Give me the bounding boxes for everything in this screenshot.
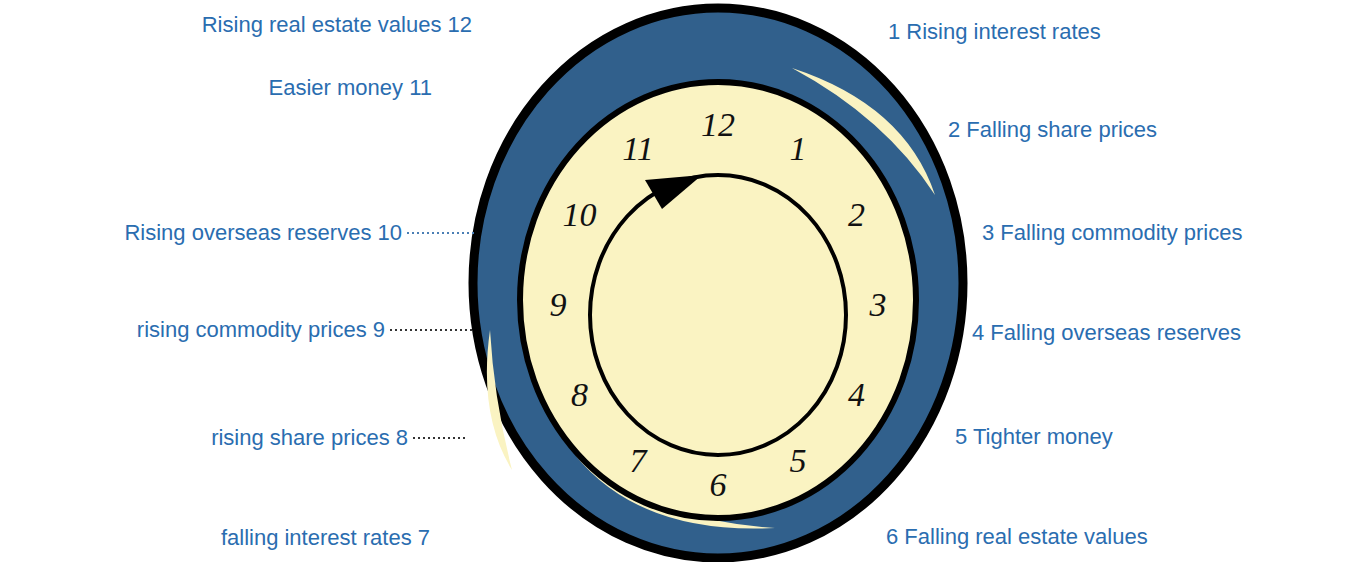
cycle-stage-label: Rising overseas reserves 10 xyxy=(124,221,402,245)
ring-highlight xyxy=(487,330,512,470)
cycle-stage-label: falling interest rates 7 xyxy=(221,526,430,550)
dial-number: 9 xyxy=(550,288,567,322)
clock-ring xyxy=(473,8,963,558)
clock-face: 121234567891011 xyxy=(523,85,913,515)
leader-line xyxy=(390,329,472,331)
leader-line xyxy=(413,437,467,439)
cycle-stage-label: rising commodity prices 9 xyxy=(137,318,385,342)
dial-number: 8 xyxy=(571,378,588,412)
dial-number: 1 xyxy=(790,132,807,166)
cycle-stage-label: 5 Tighter money xyxy=(955,425,1113,449)
dial-number: 2 xyxy=(848,198,865,232)
clock-face-disc xyxy=(520,82,916,518)
cycle-stage-label: 3 Falling commodity prices xyxy=(982,221,1242,245)
cycle-circle xyxy=(590,175,846,455)
dial-number: 4 xyxy=(848,378,865,412)
dial-number: 3 xyxy=(870,288,887,322)
cycle-stage-label: 2 Falling share prices xyxy=(948,118,1157,142)
cycle-stage-label: 6 Falling real estate values xyxy=(886,525,1148,549)
cycle-stage-label: Rising real estate values 12 xyxy=(202,13,472,37)
cycle-stage-label: Easier money 11 xyxy=(269,76,432,100)
cycle-stage-label: 4 Falling overseas reserves xyxy=(972,321,1241,345)
dial-number: 5 xyxy=(790,444,807,478)
dial-number: 6 xyxy=(710,468,727,502)
cycle-stage-label: rising share prices 8 xyxy=(211,426,408,450)
leader-line xyxy=(407,232,476,234)
dial-number: 11 xyxy=(622,132,653,166)
cycle-stage-label: 1 Rising interest rates xyxy=(888,20,1101,44)
dial-number: 12 xyxy=(701,108,735,142)
dial-number: 7 xyxy=(630,444,647,478)
cycle-arrowhead xyxy=(645,175,702,209)
dial-number: 10 xyxy=(562,198,596,232)
